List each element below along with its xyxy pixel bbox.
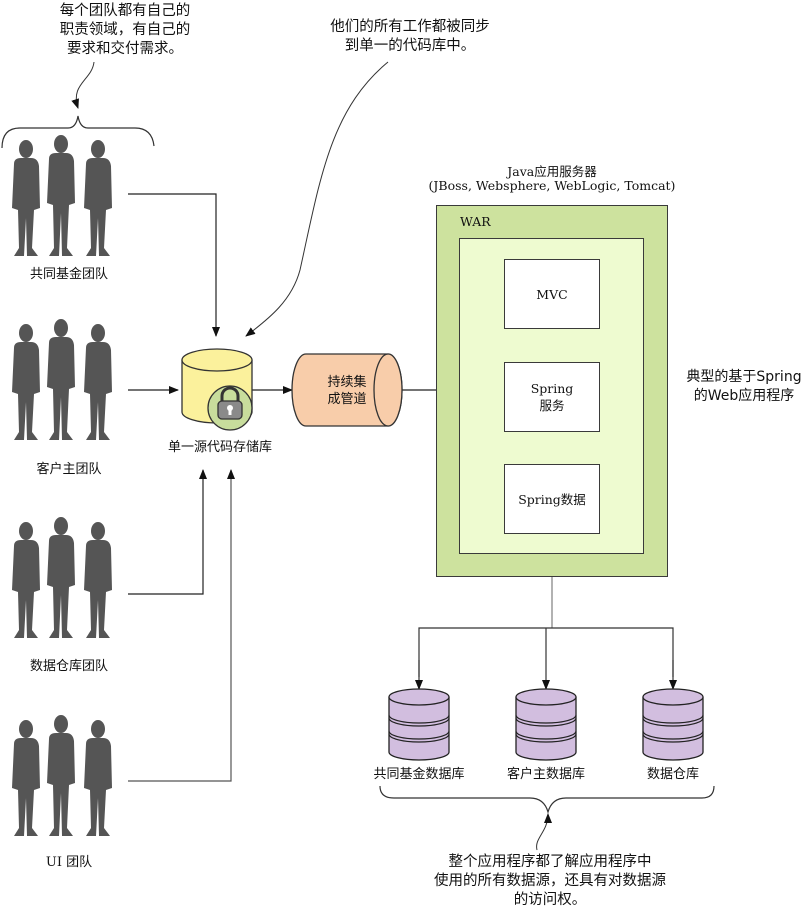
sync-note: 他们的所有工作都被同步 到单一的代码库中。 bbox=[330, 19, 490, 54]
team-brace bbox=[1, 115, 155, 149]
war-label: WAR bbox=[460, 214, 491, 229]
team3-connector bbox=[128, 469, 207, 595]
server-subtitle: (JBoss, Websphere, WebLogic, Tomcat) bbox=[428, 178, 676, 193]
db-label-customer-master: 客户主数据库 bbox=[506, 767, 585, 782]
team1-connector bbox=[128, 193, 220, 337]
team4-connector bbox=[128, 469, 235, 782]
component-spring-data: Spring数据 bbox=[504, 464, 600, 534]
db-label-data-warehouse: 数据仓库 bbox=[646, 767, 699, 782]
teams-note: 每个团队都有自己的 职责领域，有自己的 要求和交付需求。 bbox=[59, 3, 191, 57]
data-note: 整个应用程序都了解应用程序中 使用的所有数据源，还具有对数据源 的访问权。 bbox=[434, 854, 666, 908]
database-icon bbox=[642, 688, 704, 761]
db-label-mutual-funds: 共同基金数据库 bbox=[373, 767, 465, 782]
lock-icon bbox=[207, 385, 253, 431]
database-icon bbox=[515, 688, 577, 761]
team-label-mutual-funds: 共同基金团队 bbox=[29, 267, 108, 282]
app-note: 典型的基于Spring 的Web应用程序 bbox=[686, 369, 802, 404]
sync-note-arrow bbox=[245, 61, 389, 337]
people-group-icon bbox=[12, 715, 112, 836]
people-group-icon bbox=[12, 135, 112, 256]
db-brace bbox=[379, 785, 715, 815]
team-label-ui: UI 团队 bbox=[45, 855, 93, 870]
component-spring-services: Spring 服务 bbox=[504, 362, 600, 432]
team-label-data-warehouse: 数据仓库团队 bbox=[29, 659, 108, 674]
server-title: Java应用服务器 bbox=[507, 164, 597, 179]
pipeline-cylinder bbox=[291, 353, 403, 427]
pipeline-label: 持续集 成管道 bbox=[327, 375, 367, 407]
teams-note-arrow bbox=[71, 61, 95, 109]
repository-label: 单一源代码存储库 bbox=[167, 440, 272, 455]
database-icon bbox=[388, 688, 450, 761]
component-mvc: MVC bbox=[504, 259, 600, 329]
people-group-icon bbox=[12, 319, 112, 440]
data-note-arrow bbox=[536, 813, 552, 851]
people-group-icon bbox=[12, 517, 112, 638]
team-label-customer-master: 客户主团队 bbox=[36, 462, 102, 477]
